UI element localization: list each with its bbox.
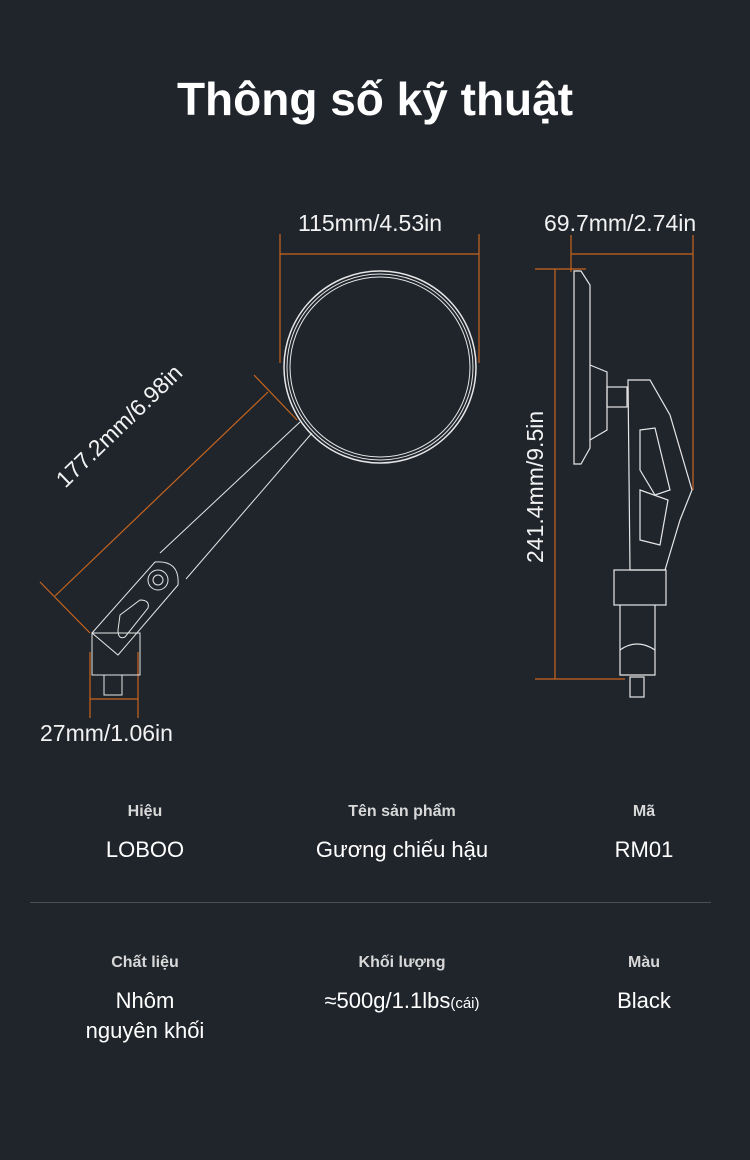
spec-value-model: RM01 (614, 837, 674, 862)
spec-value-product-name: Gương chiếu hậu (315, 837, 489, 862)
spec-label-material: Chất liệu (111, 954, 179, 971)
front-view-mirror (91, 270, 477, 696)
depth-label: 69.7mm/2.74in (544, 210, 697, 236)
front-dimension-lines (39, 234, 480, 718)
spec-value-material-line1: Nhôm (115, 988, 175, 1013)
side-view-mirror (573, 270, 693, 698)
weight-value: ≈500g/1.1lbs (324, 988, 451, 1013)
side-dimension-lines (535, 235, 694, 680)
spec-label-weight: Khối lượng (358, 954, 446, 971)
spec-value-color: Black (617, 988, 671, 1013)
divider (30, 902, 711, 903)
weight-unit-suffix: (cái) (450, 995, 480, 1012)
spec-label-brand: Hiệu (127, 803, 163, 820)
spec-label-model: Mã (632, 803, 656, 820)
spec-value-brand: LOBOO (105, 837, 185, 862)
spec-value-material-line2: nguyên khối (85, 1018, 205, 1043)
spec-label-product-name: Tên sản phẩm (348, 803, 456, 820)
base-width-label: 27mm/1.06in (40, 720, 173, 746)
spec-value-material: Nhôm nguyên khối (20, 986, 270, 1046)
mirror-diameter-label: 115mm/4.53in (298, 210, 443, 236)
spec-label-color: Màu (628, 954, 660, 971)
height-label: 241.4mm/9.5in (522, 410, 548, 563)
mirror-technical-drawing (39, 234, 694, 718)
spec-value-weight: ≈500g/1.1lbs(cái) (277, 986, 527, 1019)
page-title: Thông số kỹ thuật (176, 73, 574, 125)
